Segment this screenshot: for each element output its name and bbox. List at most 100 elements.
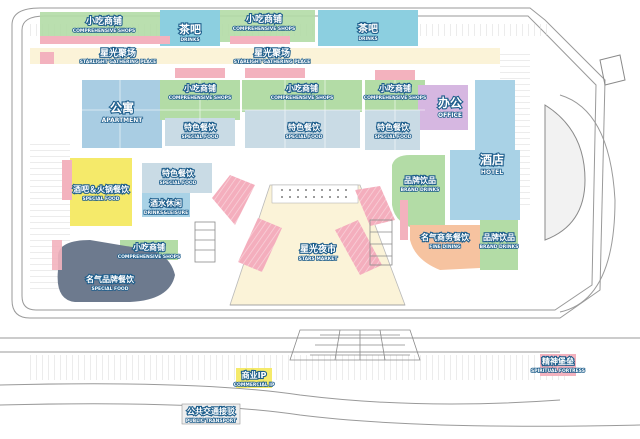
pink-strip-lower-left — [52, 240, 62, 270]
zone-hotel — [450, 150, 520, 220]
pink-strip-4 — [245, 68, 305, 78]
pink-strip-3 — [175, 68, 225, 78]
svg-text:COMPREHENSIVE SHOPS: COMPREHENSIVE SHOPS — [118, 254, 180, 260]
label-mid-comp-2: 小吃商铺 COMPREHENSIVE SHOPS — [270, 82, 334, 102]
svg-text:小吃商铺: 小吃商铺 — [132, 242, 165, 252]
svg-text:公寓: 公寓 — [110, 100, 134, 115]
label-gathering-2: 星光聚场 STARLIGHT GATHERING PLACE — [233, 46, 311, 66]
svg-text:COMPREHENSIVE SHOPS: COMPREHENSIVE SHOPS — [233, 26, 295, 32]
zone-apartment — [82, 80, 162, 148]
zone-office — [418, 85, 468, 130]
market-stall-ne — [355, 186, 395, 226]
east-island — [544, 104, 586, 241]
svg-text:小吃商铺: 小吃商铺 — [245, 13, 282, 25]
zone-drinks-leisure — [142, 193, 190, 217]
label-low-comp: 小吃商铺 COMPREHENSIVE SHOPS — [117, 241, 181, 261]
label-top-comp-2: 小吃商铺 COMPREHENSIVE SHOPS — [232, 12, 296, 33]
svg-text:小吃商铺: 小吃商铺 — [285, 83, 318, 93]
svg-text:COMPREHENSIVE SHOPS: COMPREHENSIVE SHOPS — [73, 28, 135, 34]
svg-text:特色餐饮: 特色餐饮 — [162, 168, 195, 178]
svg-text:FINE DINING: FINE DINING — [429, 244, 461, 250]
svg-text:星光夜市: 星光夜市 — [300, 243, 336, 255]
label-hotpot: 酒吧＆火锅餐饮 SPECIAL FOOD — [72, 183, 131, 203]
zone-special-food-2 — [245, 110, 360, 148]
pink-strip-right — [400, 200, 408, 240]
zone-famous-dining — [57, 240, 175, 302]
pavilion-dots — [281, 189, 347, 198]
east-road — [559, 94, 616, 313]
market-stall-west — [238, 218, 282, 272]
label-office: 办公 OFFICE — [437, 94, 463, 120]
svg-text:BRAND DRINKS: BRAND DRINKS — [401, 187, 440, 193]
svg-text:SPECIAL FOOD: SPECIAL FOOD — [286, 134, 323, 140]
stair-connectors — [194, 219, 393, 266]
label-special-4: 特色餐饮 SPECIAL FOOD — [159, 167, 198, 187]
label-mid-comp-3: 小吃商铺 COMPREHENSIVE SHOPS — [363, 82, 427, 102]
svg-text:COMPREHENSIVE SHOPS: COMPREHENSIVE SHOPS — [364, 95, 426, 101]
svg-text:酒店: 酒店 — [480, 152, 504, 167]
market-stall-nw — [212, 175, 255, 225]
svg-text:COMMERCIAL IP: COMMERCIAL IP — [234, 382, 275, 388]
building-grid — [82, 80, 425, 150]
zone-brand-drinks-2 — [480, 220, 518, 270]
pink-strip-6 — [40, 52, 54, 64]
label-top-drinks-2: 茶吧 DRINKS — [356, 21, 379, 43]
site-boundary — [0, 7, 640, 427]
label-commercial-ip: 商业IP COMMERCIAL IP — [233, 369, 276, 389]
svg-text:特色餐饮: 特色餐饮 — [184, 122, 217, 132]
pink-strip-left — [62, 160, 72, 200]
svg-text:特色餐饮: 特色餐饮 — [377, 122, 410, 132]
svg-text:特色餐饮: 特色餐饮 — [288, 122, 321, 132]
label-apartment: 公寓 APARTMENT — [101, 99, 144, 125]
label-drinks-leisure: 酒水休闲 DRINKS&LEISURE — [143, 197, 189, 217]
zone-fortress — [540, 354, 576, 376]
svg-text:OFFICE: OFFICE — [438, 112, 462, 119]
svg-text:精神堡垒: 精神堡垒 — [542, 356, 574, 366]
svg-text:BRAND DRINKS: BRAND DRINKS — [480, 244, 519, 250]
label-special-2: 特色餐饮 SPECIAL FOOD — [285, 121, 324, 141]
label-mid-comp-1: 小吃商铺 COMPREHENSIVE SHOPS — [168, 82, 232, 102]
zone-hotpot — [70, 158, 132, 226]
corner-kiosk — [599, 54, 626, 86]
south-walkway-paving — [30, 355, 570, 380]
svg-text:酒吧＆火锅餐饮: 酒吧＆火锅餐饮 — [73, 184, 130, 194]
label-public-transport: 公共交通接驳 PUBLIC TRANSPORT — [185, 405, 238, 425]
svg-text:COMPREHENSIVE SHOPS: COMPREHENSIVE SHOPS — [169, 95, 231, 101]
svg-text:SPECIAL FOOD: SPECIAL FOOD — [160, 180, 197, 186]
svg-text:酒水休闲: 酒水休闲 — [150, 198, 182, 208]
label-fine-dining: 名气商务餐饮 FINE DINING — [420, 231, 471, 251]
svg-text:STARS MARKET: STARS MARKET — [299, 256, 339, 262]
top-strip-pink-1 — [40, 36, 170, 44]
label-stars-market: 星光夜市 STARS MARKET — [298, 242, 339, 263]
label-fortress: 精神堡垒 SPIRITUAL FORTRESS — [530, 355, 586, 375]
svg-text:STARLIGHT GATHERING PLACE: STARLIGHT GATHERING PLACE — [234, 59, 310, 65]
svg-text:SPECIAL FOOD: SPECIAL FOOD — [375, 134, 412, 140]
label-top-comp-1: 小吃商铺 COMPREHENSIVE SHOPS — [72, 14, 136, 35]
market-pavilion — [271, 184, 359, 204]
label-gathering-1: 星光聚场 STARLIGHT GATHERING PLACE — [79, 46, 157, 66]
svg-text:COMPREHENSIVE SHOPS: COMPREHENSIVE SHOPS — [271, 95, 333, 101]
gathering-band — [30, 48, 500, 64]
svg-text:DRINKS&LEISURE: DRINKS&LEISURE — [144, 210, 188, 216]
label-hotel: 酒店 HOTEL — [479, 151, 505, 177]
svg-text:茶吧: 茶吧 — [357, 22, 378, 35]
svg-text:商业IP: 商业IP — [242, 370, 267, 380]
svg-text:SPECIAL FOOD: SPECIAL FOOD — [92, 286, 129, 292]
label-famous-food: 名气品牌餐饮 SPECIAL FOOD — [85, 273, 136, 293]
svg-text:小吃商铺: 小吃商铺 — [85, 15, 122, 27]
svg-text:PUBLIC TRANSPORT: PUBLIC TRANSPORT — [186, 418, 237, 424]
svg-text:DRINKS: DRINKS — [358, 36, 377, 42]
svg-text:SPECIAL FOOD: SPECIAL FOOD — [83, 196, 120, 202]
zone-commercial-ip — [236, 368, 272, 388]
south-bridge — [289, 329, 421, 361]
svg-text:星光聚场: 星光聚场 — [254, 47, 290, 59]
label-special-3: 特色餐饮 SPECIAL FOOD — [374, 121, 413, 141]
zone-special-food-4 — [142, 163, 212, 193]
svg-text:品牌饮品: 品牌饮品 — [483, 232, 515, 242]
zone-special-food-3 — [365, 110, 420, 150]
svg-text:SPIRITUAL FORTRESS: SPIRITUAL FORTRESS — [531, 368, 585, 374]
label-special-1: 特色餐饮 SPECIAL FOOD — [181, 121, 220, 141]
zone-mid-comprehensive-2 — [242, 80, 362, 112]
